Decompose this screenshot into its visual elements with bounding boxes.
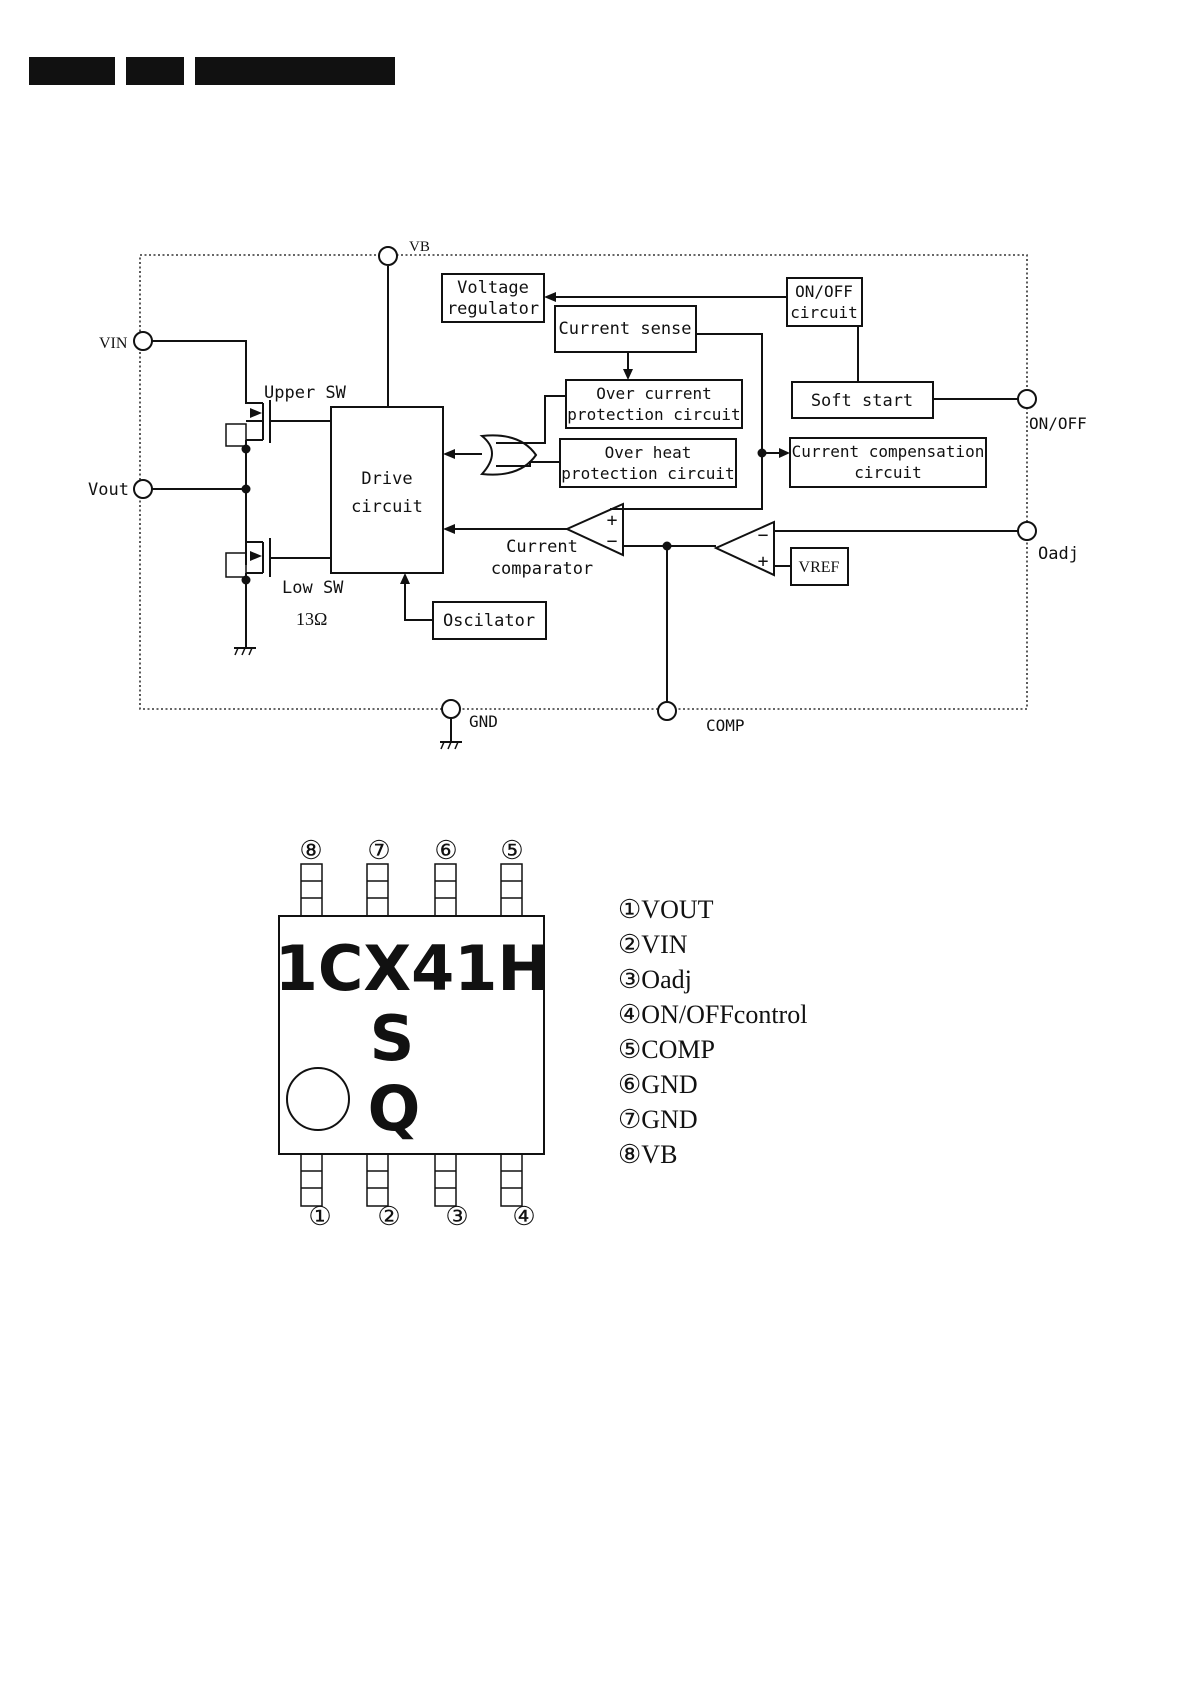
comparator-minus: − <box>607 531 618 552</box>
drive-circuit-line2: circuit <box>351 497 423 517</box>
pin-list-item: ④ON/OFFcontrol <box>618 1000 807 1029</box>
pin-gnd <box>441 699 461 719</box>
pin-vb <box>378 246 398 266</box>
pin-list-item: ⑥GND <box>618 1070 698 1099</box>
pin-list-item: ①VOUT <box>618 895 714 924</box>
top-pins <box>300 863 523 917</box>
ground-icon <box>234 647 256 656</box>
amp-minus: − <box>758 525 769 546</box>
pin-list-item: ③Oadj <box>618 965 692 994</box>
pin-number-7: ⑦ <box>367 836 390 865</box>
pin-list: ①VOUT ②VIN ③Oadj ④ON/OFFcontrol ⑤COMP ⑥G… <box>618 895 807 1169</box>
chip-marking-line3: Q <box>368 1072 421 1145</box>
amp-plus: + <box>758 551 769 572</box>
pin-list-item: ⑧VB <box>618 1140 677 1169</box>
label-onoff: ON/OFF <box>1029 414 1087 433</box>
or-gate <box>479 434 538 476</box>
pin-number-2: ② <box>377 1202 400 1231</box>
label-vout: Vout <box>88 480 129 500</box>
chip-body <box>278 915 545 1155</box>
low-sw-fet <box>225 538 331 578</box>
bottom-pins <box>300 1153 523 1207</box>
pin-oadj <box>1017 521 1037 541</box>
vref-label: VREF <box>799 559 840 576</box>
over-heat-line1: Over heat <box>605 443 692 462</box>
label-comparator: comparator <box>491 559 593 579</box>
onoff-circuit-line1: ON/OFF <box>795 282 853 301</box>
header-bar-1 <box>29 57 115 85</box>
pin-list-item: ⑦GND <box>618 1105 698 1134</box>
ground-icon <box>440 741 462 750</box>
label-gnd: GND <box>469 712 498 731</box>
label-low-sw: Low SW <box>282 578 344 598</box>
pin-number-6: ⑥ <box>434 836 457 865</box>
header-bar-3 <box>195 57 395 85</box>
pin-onoff <box>1017 389 1037 409</box>
over-heat-block: Over heat protection circuit <box>559 438 737 488</box>
label-upper-sw: Upper SW <box>264 383 347 403</box>
over-heat-line2: protection circuit <box>561 464 734 483</box>
label-resistance: 13Ω <box>296 609 327 629</box>
label-oadj: Oadj <box>1038 544 1079 564</box>
pin-number-4: ④ <box>512 1202 535 1231</box>
drive-circuit-block: Drive circuit <box>330 406 444 574</box>
current-sense-label: Current sense <box>558 319 691 339</box>
voltage-regulator-line1: Voltage <box>457 278 529 298</box>
soft-start-block: Soft start <box>791 381 934 419</box>
soft-start-label: Soft start <box>811 391 913 411</box>
label-vin: VIN <box>99 335 128 352</box>
pin-number-5: ⑤ <box>500 836 523 865</box>
current-compensation-line1: Current compensation <box>792 442 985 461</box>
pin1-marker <box>286 1067 350 1131</box>
comparator-plus: + <box>607 510 618 531</box>
over-current-block: Over current protection circuit <box>565 379 743 429</box>
current-sense-block: Current sense <box>554 305 697 353</box>
pin-list-item: ②VIN <box>618 930 688 959</box>
pin-number-1: ① <box>308 1202 331 1231</box>
error-amplifier: − + <box>713 520 775 577</box>
pin-number-8: ⑧ <box>299 836 322 865</box>
pin-list-item: ⑤COMP <box>618 1035 715 1064</box>
voltage-regulator-block: Voltage regulator <box>441 273 545 323</box>
current-compensation-block: Current compensation circuit <box>789 437 987 488</box>
chip-marking-line2: S <box>370 1002 415 1075</box>
voltage-regulator-line2: regulator <box>447 299 539 319</box>
upper-sw-fet <box>225 400 331 447</box>
current-comparator: + − <box>564 502 624 557</box>
label-vb: VB <box>409 239 430 255</box>
drive-circuit-line1: Drive <box>361 469 412 489</box>
current-compensation-line2: circuit <box>854 463 921 482</box>
label-current: Current <box>506 537 578 557</box>
over-current-line1: Over current <box>596 384 712 403</box>
pin-vin <box>133 331 153 351</box>
over-current-line2: protection circuit <box>567 405 740 424</box>
onoff-circuit-line2: circuit <box>790 303 857 322</box>
onoff-circuit-block: ON/OFF circuit <box>786 277 863 327</box>
label-comp: COMP <box>706 716 745 735</box>
chip-marking-line1: 1CX41H <box>275 932 550 1005</box>
pin-number-3: ③ <box>445 1202 468 1231</box>
vref-block: VREF <box>790 547 849 586</box>
header-bar-2 <box>126 57 184 85</box>
pin-comp <box>657 701 677 721</box>
oscilator-label: Oscilator <box>443 611 535 631</box>
pin-vout <box>133 479 153 499</box>
